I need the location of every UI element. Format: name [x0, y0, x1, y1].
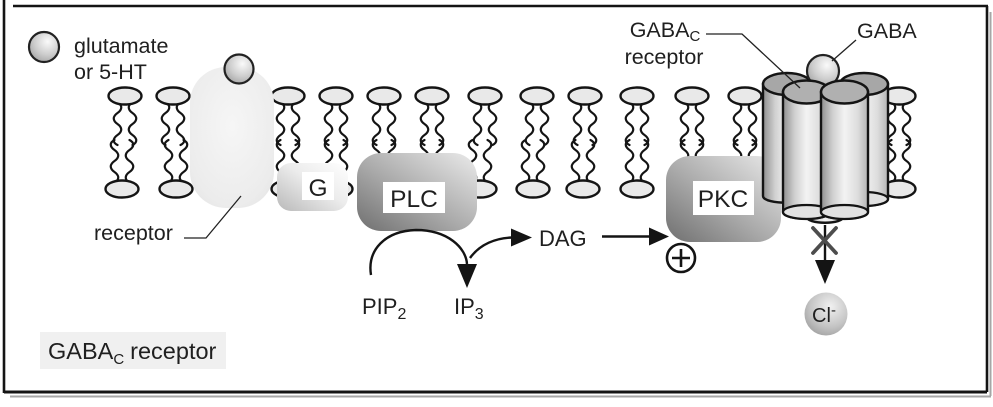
- caption-background: [40, 332, 226, 369]
- plc-enzyme: PLC: [357, 153, 477, 231]
- plc-label: PLC: [390, 186, 438, 213]
- lipid-top: [366, 86, 402, 147]
- gabac-label-line1: GABAC: [630, 18, 701, 45]
- channel-cylinder-front-right-top: [819, 79, 870, 105]
- plc-reaction-arrows: [369, 228, 532, 288]
- lipid-top: [619, 86, 655, 147]
- blocked-cross-icon: [811, 226, 838, 255]
- pkc-enzyme: PKC: [666, 156, 781, 242]
- ligand-legend: glutamate or 5-HT: [27, 30, 168, 84]
- chloride-arrowhead-icon: [815, 260, 835, 284]
- legend-line2: or 5-HT: [74, 60, 147, 84]
- lipid-bottom: [619, 138, 655, 199]
- dag-branch-arrow: [469, 236, 513, 259]
- lipid-top: [318, 86, 354, 147]
- channel-cylinder-front-right: [819, 90, 870, 220]
- pkc-label-box: [693, 181, 754, 215]
- lipid-bottom: [565, 138, 601, 199]
- figure-frame: [2, 0, 992, 398]
- lipid-top: [727, 86, 763, 147]
- lipid-top: [155, 86, 191, 147]
- dag-pkc-arrowhead-icon: [649, 227, 669, 246]
- g-protein-label: G: [308, 175, 327, 202]
- gaba-label: GABA: [857, 19, 917, 43]
- lipid-top: [519, 86, 555, 147]
- pip2-label: PIP2: [362, 294, 406, 323]
- lipid-top: [107, 86, 143, 147]
- g-protein: G: [277, 163, 348, 211]
- lipid-top: [567, 86, 603, 147]
- gaba-pointer-line: [831, 39, 857, 62]
- dag-label: DAG: [539, 226, 587, 251]
- lipid-top: [674, 86, 710, 147]
- chloride-ball: [804, 292, 848, 336]
- pkc-label: PKC: [698, 186, 748, 213]
- pip2-to-ip3-arrow: [369, 228, 469, 276]
- lipid-bottom: [515, 138, 551, 199]
- receptor-label: receptor: [94, 221, 173, 245]
- ligand-ball-icon: [223, 53, 255, 85]
- dag-to-pkc-arrow: [602, 227, 669, 246]
- plus-circle-icon: [665, 242, 697, 274]
- lipid-top: [270, 86, 306, 147]
- chloride-label: Cl-: [812, 302, 836, 327]
- lipid-top: [414, 86, 450, 147]
- receptor-shape: [190, 67, 274, 208]
- dag-arrowhead-icon: [511, 228, 532, 247]
- lipid-top: [467, 86, 503, 147]
- chloride-flux: Cl-: [804, 225, 848, 336]
- metabotropic-receptor: [190, 53, 274, 208]
- ip3-arrowhead-icon: [457, 264, 477, 288]
- legend-ball-icon: [27, 30, 61, 64]
- channel-cylinder-front-right-bottom: [819, 203, 870, 221]
- plc-label-box: [383, 182, 445, 213]
- lipid-bottom: [104, 138, 140, 199]
- g-protein-label-box: [302, 172, 334, 200]
- legend-line1: glutamate: [74, 34, 168, 58]
- gabac-label-line2: receptor: [625, 45, 704, 69]
- gabac-pointer-line: [706, 33, 801, 89]
- receptor-pointer-line: [184, 195, 242, 239]
- lipid-bottom: [158, 138, 194, 199]
- ip3-label: IP3: [454, 294, 484, 323]
- gabac-channel: [761, 53, 890, 224]
